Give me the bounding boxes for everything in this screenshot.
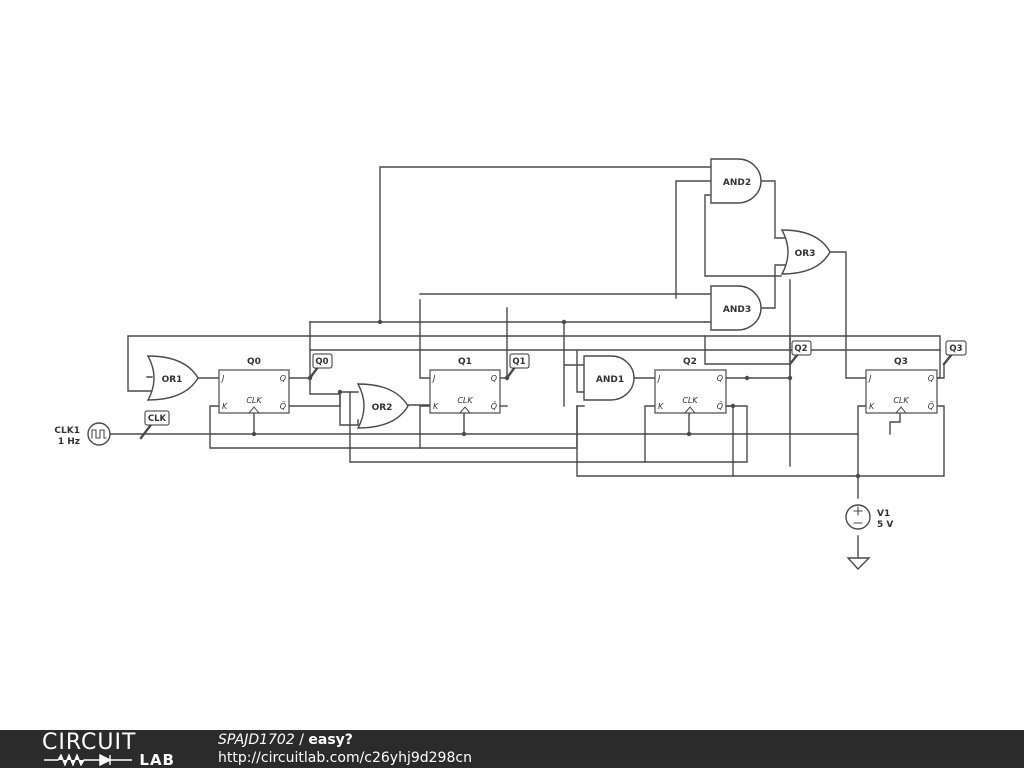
net-tag-clk-label: CLK <box>148 414 167 424</box>
and3-gate[interactable]: AND3 <box>710 285 762 331</box>
clock-frequency: 1 Hz <box>58 437 80 447</box>
net-tag-q2-label: Q2 <box>794 344 807 354</box>
pin-clk: CLK <box>457 396 473 405</box>
pin-clk: CLK <box>246 396 262 405</box>
resistor-diode-icon <box>44 754 132 766</box>
net-tag-clk[interactable]: CLK <box>139 410 170 440</box>
and1-label: AND1 <box>596 375 624 385</box>
pin-k: K <box>222 402 228 411</box>
flipflop-q3[interactable]: Q3 J K Q Q̄ CLK <box>865 357 938 414</box>
author-name[interactable]: SPAJD1702 <box>218 732 295 748</box>
wires <box>110 166 945 559</box>
pin-j: J <box>431 374 436 383</box>
title-separator: / <box>294 732 309 748</box>
or2-gate[interactable]: OR2 <box>356 383 409 429</box>
logo-text-top: CIRCUIT <box>42 730 137 755</box>
flipflop-q2[interactable]: Q2 J K Q Q̄ CLK <box>654 357 727 414</box>
net-tag-q1-label: Q1 <box>512 357 525 367</box>
flipflop-q0-name: Q0 <box>247 357 261 367</box>
pin-qbar: Q̄ <box>491 401 497 411</box>
or2-label: OR2 <box>372 403 393 413</box>
and3-label: AND3 <box>723 305 751 315</box>
and2-label: AND2 <box>723 178 751 188</box>
flipflop-q1[interactable]: Q1 J K Q Q̄ CLK <box>429 357 508 414</box>
pin-clk: CLK <box>682 396 698 405</box>
pin-q: Q <box>491 374 497 383</box>
flipflop-q2-name: Q2 <box>683 357 697 367</box>
pin-j: J <box>220 374 225 383</box>
pin-k: K <box>869 402 875 411</box>
net-tag-q3[interactable]: Q3 <box>942 340 967 366</box>
pin-qbar: Q̄ <box>717 401 723 411</box>
pin-k: K <box>658 402 664 411</box>
or3-label: OR3 <box>795 249 816 259</box>
voltage-source-v1[interactable]: V1 5 V <box>845 504 893 530</box>
voltage-source-value: 5 V <box>877 520 893 530</box>
net-tag-q1[interactable]: Q1 <box>505 353 530 380</box>
or1-gate[interactable]: OR1 <box>146 355 199 401</box>
schematic-canvas: CLK1 1 Hz OR1 OR2 OR3 AND1 AND2 AND3 Q0 … <box>54 158 967 571</box>
circuitlab-logo[interactable]: CIRCUIT LAB <box>42 730 177 769</box>
flipflop-q1-name: Q1 <box>458 357 472 367</box>
pin-k: K <box>433 402 439 411</box>
footer-bar: CIRCUIT LAB SPAJD1702 / easy? http://cir… <box>0 730 1024 769</box>
clock-name: CLK1 <box>54 426 80 436</box>
net-tag-q3-label: Q3 <box>949 344 962 354</box>
net-tag-q2[interactable]: Q2 <box>788 340 812 366</box>
net-tag-q0[interactable]: Q0 <box>308 353 333 380</box>
pin-q: Q <box>280 374 286 383</box>
net-tag-q0-label: Q0 <box>315 357 328 367</box>
circuit-url[interactable]: http://circuitlab.com/c26yhj9d298cn <box>218 750 472 766</box>
pin-q: Q <box>717 374 723 383</box>
pin-qbar: Q̄ <box>280 401 286 411</box>
ground-symbol[interactable] <box>846 557 871 571</box>
circuit-title: SPAJD1702 / easy? <box>218 732 353 749</box>
and1-gate[interactable]: AND1 <box>583 355 635 401</box>
junctions <box>251 319 861 479</box>
pin-clk: CLK <box>893 396 909 405</box>
pin-q: Q <box>928 374 934 383</box>
pin-qbar: Q̄ <box>928 401 934 411</box>
circuit-name[interactable]: easy? <box>308 732 353 748</box>
and2-gate[interactable]: AND2 <box>710 158 762 204</box>
flipflop-q0[interactable]: Q0 J K Q Q̄ CLK <box>218 357 290 414</box>
clock-source[interactable]: CLK1 1 Hz <box>54 422 111 447</box>
pin-j: J <box>867 374 872 383</box>
or3-gate[interactable]: OR3 <box>780 229 831 275</box>
voltage-source-name: V1 <box>877 509 890 519</box>
flipflop-q3-name: Q3 <box>894 357 908 367</box>
logo-text-bottom: LAB <box>139 751 175 769</box>
or1-label: OR1 <box>162 375 183 385</box>
pin-j: J <box>656 374 661 383</box>
